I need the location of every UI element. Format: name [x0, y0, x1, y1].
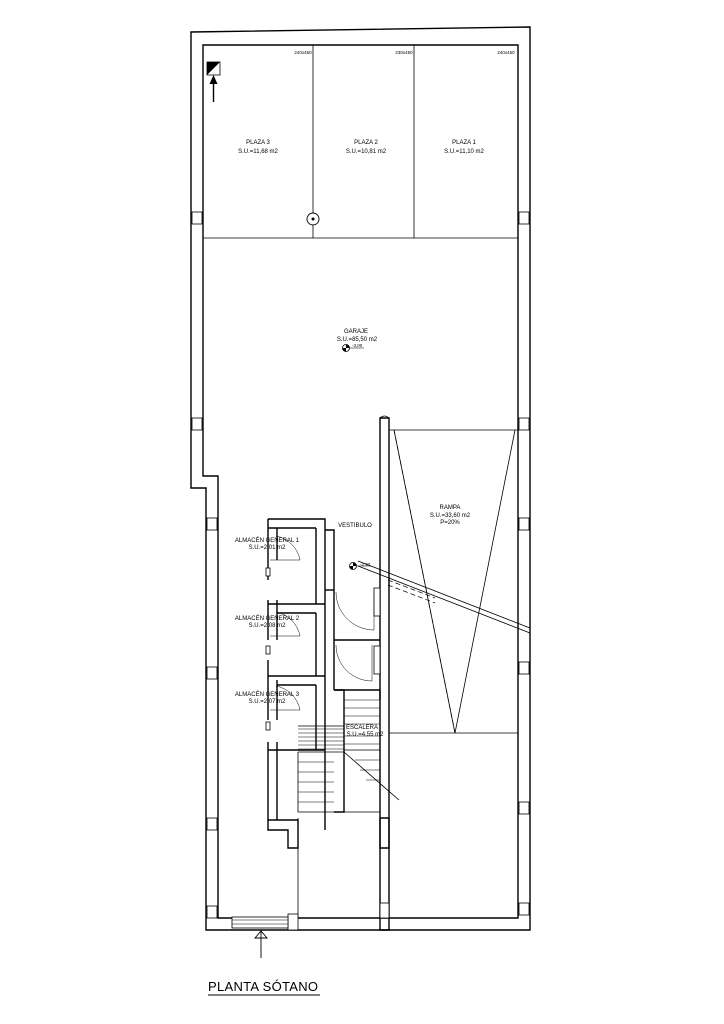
- almacen-3-name: ALMACÉN GENERAL 3: [235, 691, 300, 698]
- rampa-area: S.U.=33,60 m2: [430, 513, 471, 519]
- plaza-2-name: PLAZA 2: [354, 140, 378, 146]
- plaza-1-area: S.U.=11,10 m2: [444, 149, 484, 155]
- plaza-3-name: PLAZA 3: [246, 140, 270, 146]
- space-labels: 240x450 230x450 240x450 PLAZA 3 S.U.=11,…: [235, 50, 515, 738]
- plaza-2-area: S.U.=10,81 m2: [346, 149, 387, 155]
- almacen-1-name: ALMACÉN GENERAL 1: [235, 537, 300, 544]
- almacen-3-area: S.U.=2,07 m2: [249, 699, 287, 705]
- bay-dimension-3: 240x450: [294, 50, 312, 55]
- garaje-area: S.U.=85,50 m2: [337, 337, 378, 343]
- almacen-2-area: S.U.=2,08 m2: [249, 623, 287, 629]
- plaza-1-name: PLAZA 1: [452, 140, 476, 146]
- floor-drain-icon: [306, 212, 320, 226]
- parking-bays: [203, 45, 518, 239]
- level-markers: [342, 344, 371, 570]
- escalera-area: S.U.=4,55 m2: [347, 732, 385, 738]
- vestibule: [325, 529, 381, 700]
- wall-columns: [191, 211, 530, 919]
- escalera-name: ESCALERA: [346, 725, 378, 731]
- storage-rooms: [265, 518, 326, 849]
- drawing-title-text: PLANTA SÓTANO: [208, 979, 318, 994]
- section-lines: [343, 560, 531, 801]
- rampa-name: RAMPA: [440, 505, 461, 511]
- staircase: [297, 689, 381, 813]
- ramp: [379, 415, 518, 931]
- bay-dimension-1: 240x450: [497, 50, 515, 55]
- entrance-arrow-icon: [254, 930, 268, 958]
- north-arrow-icon: [206, 61, 221, 102]
- bay-dimension-2: 230x450: [395, 50, 413, 55]
- vestibulo-name: VESTIBULO: [338, 523, 372, 529]
- drawing-title: PLANTA SÓTANO: [208, 979, 320, 996]
- garaje-name: GARAJE: [344, 329, 368, 335]
- lower-walls: [231, 817, 390, 931]
- garaje-level: -3,00: [352, 343, 363, 348]
- vestibulo-level: -2,97: [360, 562, 371, 567]
- almacen-1-area: S.U.=2,01 m2: [249, 545, 287, 551]
- outer-walls: [190, 26, 531, 931]
- plaza-3-area: S.U.=11,68 m2: [238, 149, 278, 155]
- almacen-2-name: ALMACÉN GENERAL 2: [235, 615, 300, 622]
- rampa-slope: P=20%: [440, 520, 460, 526]
